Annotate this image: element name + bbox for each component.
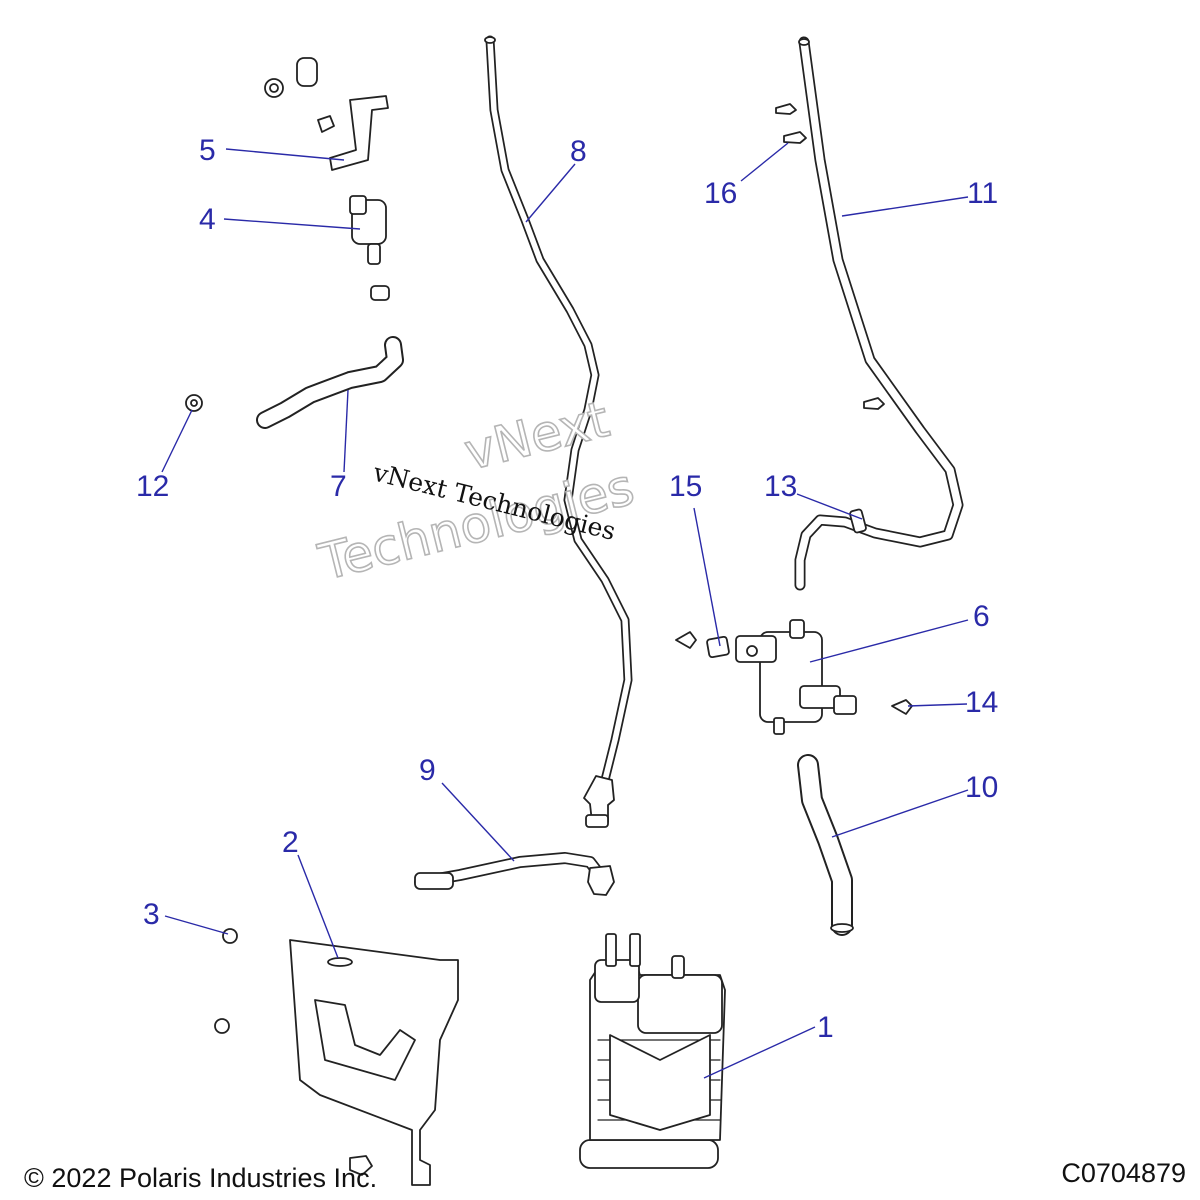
callout-4: 4 (199, 203, 216, 236)
callout-3: 3 (143, 898, 160, 931)
callout-13: 13 (764, 470, 797, 503)
part-7-hose (256, 336, 404, 429)
copyright-notice: © 2022 Polaris Industries Inc. (24, 1163, 378, 1193)
callouts: 1 2 3 4 5 6 7 8 9 10 11 12 13 14 15 16 (136, 134, 998, 1044)
callout-8: 8 (570, 135, 587, 168)
part-11-vent-tube (794, 36, 964, 591)
part-5-bracket (264, 57, 389, 171)
part-10-hose (797, 754, 854, 936)
part-2-bracket (289, 939, 459, 1186)
callout-5: 5 (199, 134, 216, 167)
part-8-fuel-tube (484, 35, 633, 828)
callout-11: 11 (967, 177, 998, 210)
part-3-fasteners (214, 928, 238, 1034)
callout-7: 7 (330, 470, 347, 503)
callout-12: 12 (136, 470, 169, 503)
callout-10: 10 (965, 771, 998, 804)
callout-2: 2 (282, 826, 299, 859)
drawing-number: C0704879 (1061, 1158, 1186, 1188)
callout-16: 16 (704, 177, 737, 210)
part-4-valve (349, 195, 390, 301)
callout-14: 14 (965, 686, 998, 719)
callout-1: 1 (817, 1011, 834, 1044)
callout-9: 9 (419, 754, 436, 787)
part-1-evap-canister (579, 933, 726, 1169)
part-6-filter (675, 619, 913, 735)
part-16-push-rivets (775, 103, 885, 410)
callout-6: 6 (973, 600, 990, 633)
callout-15: 15 (669, 470, 702, 503)
part-12-clamp (185, 394, 203, 412)
watermark: vNext Technologies vNext Technologies (312, 389, 640, 592)
part-9-tube (414, 852, 615, 896)
leader-lines (161, 142, 969, 1079)
